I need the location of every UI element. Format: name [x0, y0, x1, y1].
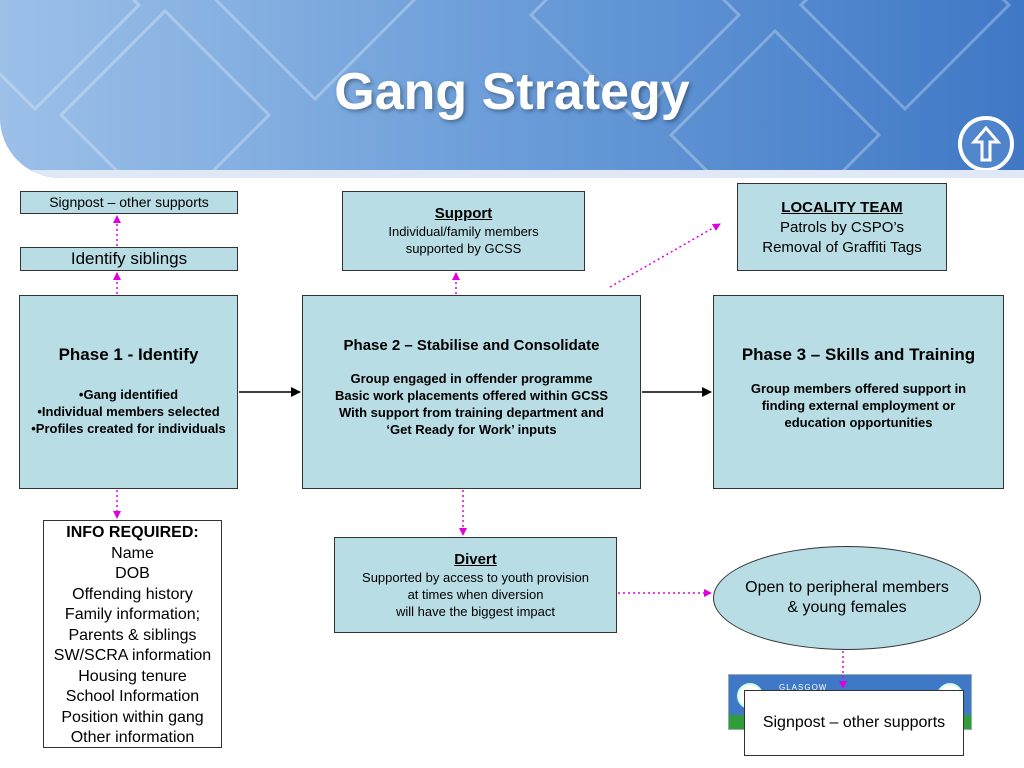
divert-line: at times when diversion	[407, 587, 544, 602]
info-item: Other information	[70, 729, 195, 746]
phase2-line: With support from training department an…	[339, 405, 604, 420]
header-banner: Gang Strategy	[0, 0, 1024, 178]
support-title: Support	[434, 205, 493, 222]
arrow-phase2-to-locality	[609, 223, 721, 288]
signpost-top-box: Signpost – other supports	[20, 191, 238, 214]
phase3-title: Phase 3 – Skills and Training	[741, 345, 976, 364]
peripheral-members-ellipse: Open to peripheral members & young femal…	[713, 546, 981, 650]
info-item: DOB	[115, 565, 150, 582]
signpost-bottom-label: Signpost – other supports	[762, 714, 946, 731]
phase3-box: Phase 3 – Skills and Training Group memb…	[713, 295, 1004, 489]
info-title: INFO REQUIRED:	[66, 524, 199, 541]
info-item: Family information;	[64, 606, 201, 623]
divert-line: Supported by access to youth provision	[362, 570, 589, 585]
locality-team-box: LOCALITY TEAM Patrols by CSPO’s Removal …	[737, 183, 947, 271]
identify-siblings-box: Identify siblings	[20, 247, 238, 271]
locality-title: LOCALITY TEAM	[781, 199, 903, 216]
info-item: School Information	[65, 688, 200, 705]
divert-box: Divert Supported by access to youth prov…	[334, 537, 617, 633]
phase1-title: Phase 1 - Identify	[58, 345, 199, 364]
phase3-line: education opportunities	[784, 415, 933, 430]
phase1-item: •Profiles created for individuals	[31, 421, 226, 436]
banner-text: GLASGOW	[779, 683, 828, 692]
peripheral-line: & young females	[787, 599, 907, 616]
phase1-item: •Gang identified	[78, 387, 179, 402]
page-title: Gang Strategy	[334, 63, 690, 121]
signpost-top-label: Signpost – other supports	[49, 194, 209, 210]
info-required-box: INFO REQUIRED: Name DOB Offending histor…	[43, 520, 222, 748]
phase2-line: ‘Get Ready for Work’ inputs	[386, 422, 557, 437]
support-box: Support Individual/family members suppor…	[342, 191, 585, 271]
identify-siblings-label: Identify siblings	[70, 249, 188, 268]
phase1-item: •Individual members selected	[37, 404, 220, 419]
phase2-title: Phase 2 – Stabilise and Consolidate	[343, 337, 600, 354]
locality-line: Removal of Graffiti Tags	[762, 239, 922, 256]
signpost-bottom-box: Signpost – other supports	[744, 690, 964, 756]
locality-line: Patrols by CSPO’s	[780, 219, 904, 236]
info-item: Offending history	[72, 585, 193, 603]
info-item: Position within gang	[61, 708, 204, 726]
phase2-box: Phase 2 – Stabilise and Consolidate Grou…	[302, 295, 641, 489]
divert-title: Divert	[454, 551, 497, 568]
phase3-line: finding external employment or	[761, 398, 956, 413]
info-item: Parents & siblings	[68, 626, 197, 644]
support-line: supported by GCSS	[405, 241, 522, 256]
divert-line: will have the biggest impact	[396, 604, 555, 619]
up-arrow-circle-icon	[958, 116, 1014, 172]
phase3-line: Group members offered support in	[750, 381, 967, 396]
info-item: Name	[111, 544, 154, 562]
info-item: Housing tenure	[78, 667, 187, 685]
peripheral-line: Open to peripheral members	[745, 579, 949, 596]
phase2-line: Group engaged in offender programme	[350, 371, 593, 386]
support-line: Individual/family members	[388, 224, 539, 239]
info-item: SW/SCRA information	[53, 647, 212, 664]
phase2-line: Basic work placements offered within GCS…	[334, 388, 609, 403]
phase1-box: Phase 1 - Identify •Gang identified •Ind…	[19, 295, 238, 489]
